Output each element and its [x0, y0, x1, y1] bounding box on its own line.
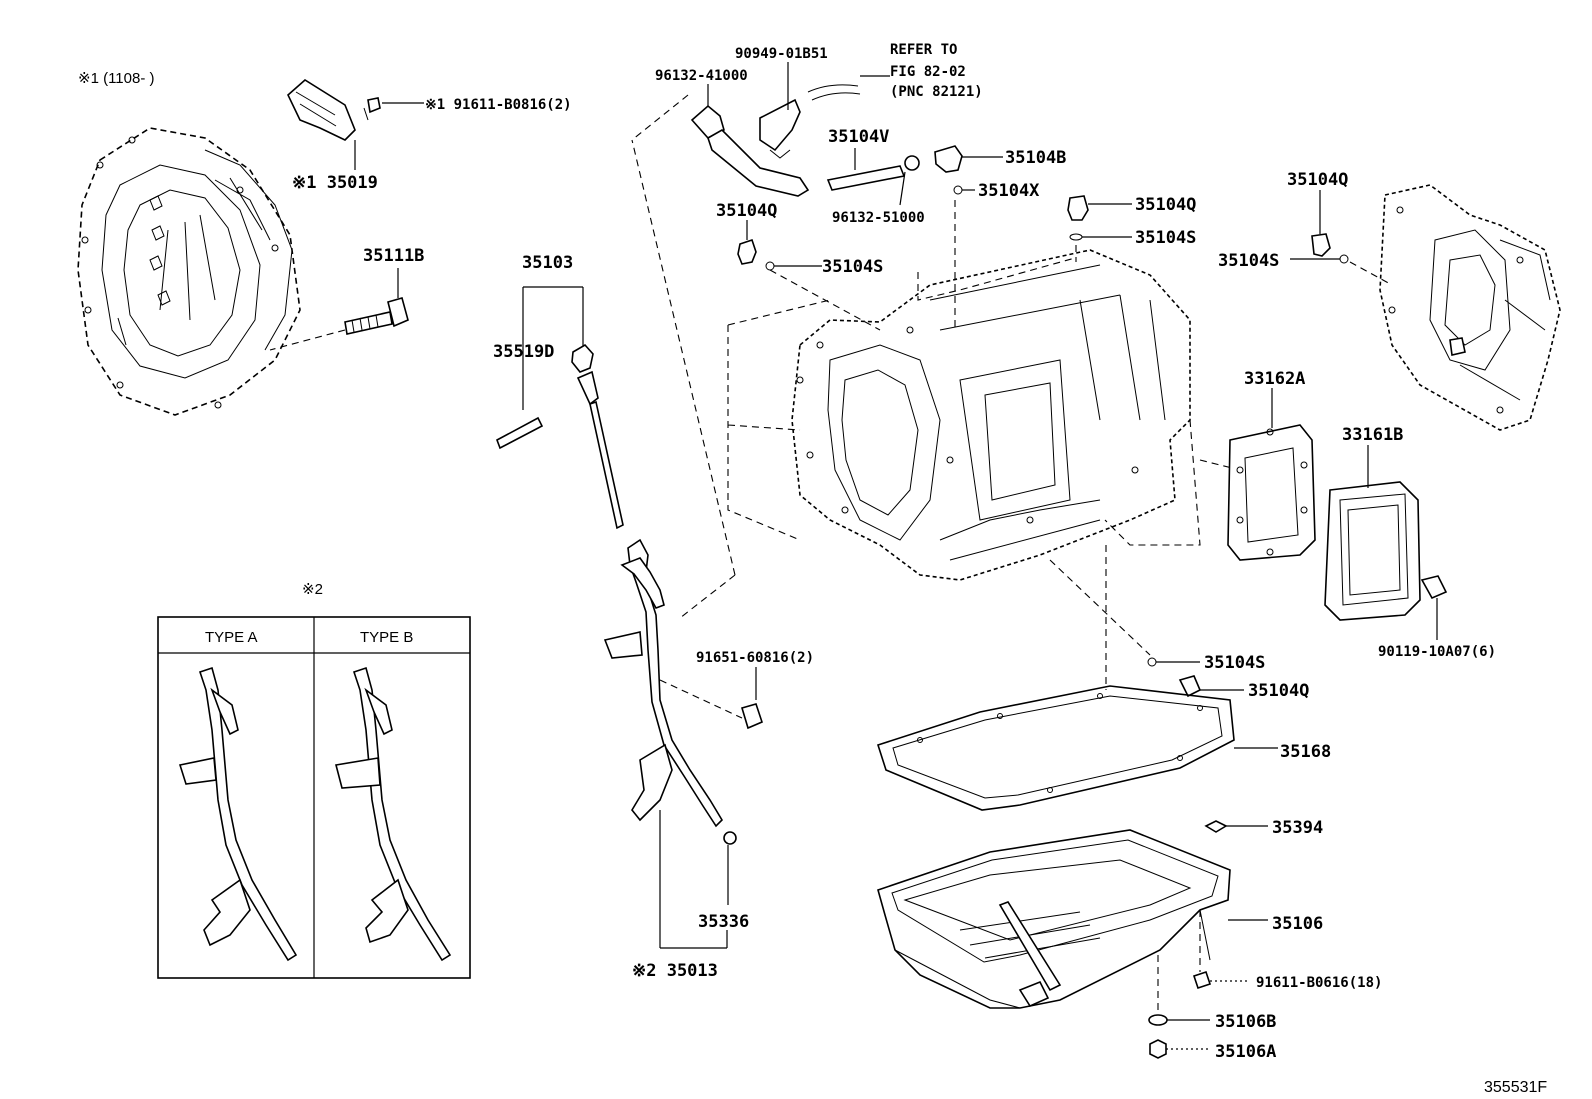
label-35106b: 35106B — [1215, 1012, 1276, 1032]
transmission-case — [727, 200, 1393, 690]
label-35104s-d: 35104S — [1204, 653, 1265, 673]
label-35106: 35106 — [1272, 914, 1323, 934]
label-35104s-b: 35104S — [1135, 228, 1196, 248]
refer-line-1: REFER TO — [890, 42, 957, 58]
bolt-90119-10a07 — [1420, 575, 1448, 640]
header-note: ※1 (1108- ) — [78, 70, 155, 87]
label-96132-51000: 96132-51000 — [832, 210, 925, 226]
magnet-35394 — [1204, 820, 1268, 833]
inset-type-a: TYPE A — [205, 629, 258, 646]
label-35168: 35168 — [1280, 742, 1331, 762]
bolt-91651-60816 — [741, 667, 763, 730]
label-35104q-b: 35104Q — [1135, 195, 1196, 215]
inset-type-b: TYPE B — [360, 629, 413, 646]
bracket-35019 — [287, 79, 356, 170]
extension-housing — [1379, 184, 1561, 431]
label-35106a: 35106A — [1215, 1042, 1276, 1062]
label-35336: 35336 — [698, 912, 749, 932]
label-35111b: 35111B — [363, 246, 424, 266]
label-96132-41000: 96132-41000 — [655, 68, 748, 84]
label-35104x: 35104X — [978, 181, 1040, 201]
label-35104b: 35104B — [1005, 148, 1066, 168]
label-35104q-a: 35104Q — [716, 201, 777, 221]
label-35104s-c: 35104S — [1218, 251, 1279, 271]
label-35104q-c: 35104Q — [1287, 170, 1348, 190]
drain-plug-group — [1148, 955, 1210, 1059]
label-35013: ※2 35013 — [632, 961, 718, 981]
label-90949-01b51: 90949-01B51 — [735, 46, 828, 62]
label-35104q-d: 35104Q — [1248, 681, 1309, 701]
label-33162a: 33162A — [1244, 369, 1305, 389]
converter-housing — [77, 127, 301, 416]
label-91611-b0816: ※1 91611-B0816(2) — [425, 97, 572, 113]
oil-filler-tube-35013 — [603, 139, 743, 949]
gasket-33162a — [1227, 388, 1316, 561]
refer-line-3: (PNC 82121) — [890, 84, 983, 100]
label-35019: ※1 35019 — [292, 173, 378, 193]
oil-pan-35106 — [877, 829, 1268, 1009]
label-91651-60816: 91651-60816(2) — [696, 650, 814, 666]
plugs-lower — [1147, 657, 1244, 698]
label-33161b: 33161B — [1342, 425, 1403, 445]
plugs-top — [737, 190, 1349, 271]
label-35394: 35394 — [1272, 818, 1323, 838]
label-35103: 35103 — [522, 253, 573, 273]
label-35519d: 35519D — [493, 342, 554, 362]
bolt-91611-b0616 — [1192, 910, 1250, 990]
breather-hose-group — [631, 62, 1003, 206]
label-91611-b0616: 91611-B0616(18) — [1256, 975, 1382, 991]
figure-id: 355531F — [1484, 1079, 1547, 1096]
inset-note: ※2 — [302, 581, 323, 598]
inset-box — [157, 616, 471, 979]
dipstick-35103 — [496, 286, 624, 530]
bolt-35111b — [269, 268, 409, 351]
refer-line-2: FIG 82-02 — [890, 64, 966, 80]
cover-33161b — [1324, 445, 1421, 621]
label-35104v: 35104V — [828, 127, 889, 147]
label-90119-10a07: 90119-10A07(6) — [1378, 644, 1496, 660]
label-35104s-a: 35104S — [822, 257, 883, 277]
pan-gasket-35168 — [876, 685, 1278, 811]
bolt-91611-b0816 — [363, 97, 424, 121]
